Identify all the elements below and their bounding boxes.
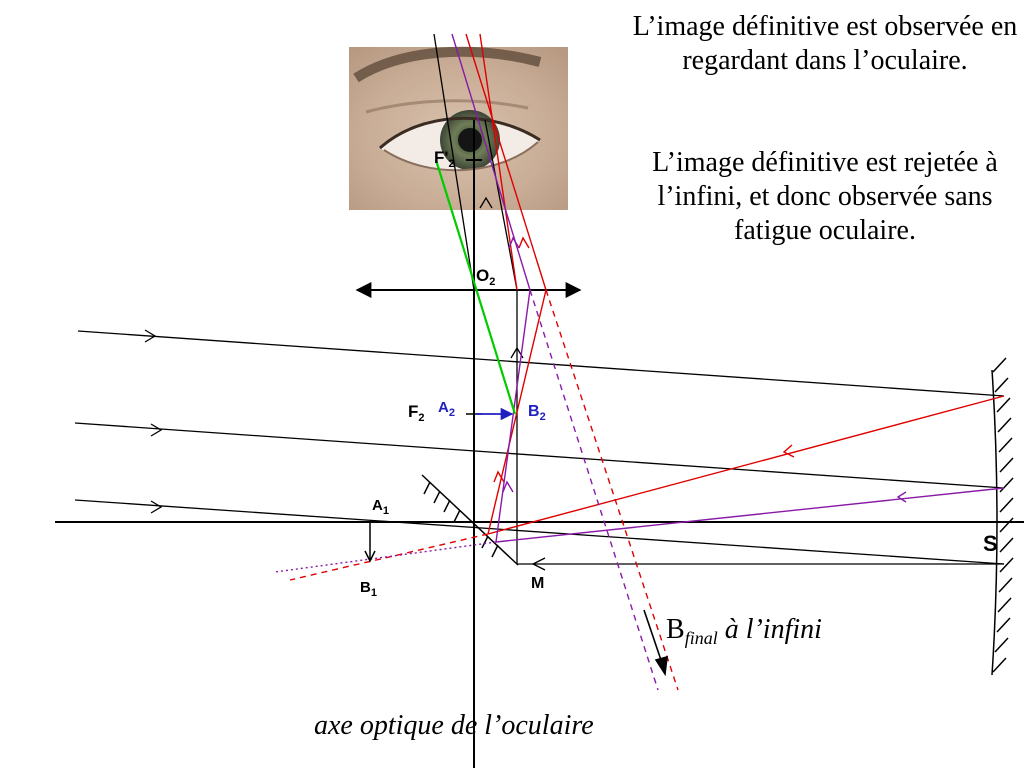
concave-mirror-icon: [991, 357, 1014, 676]
label-a1-sub: 1: [382, 505, 389, 517]
purple-rays: [274, 33, 1005, 691]
label-f2-prime: F'2: [434, 148, 455, 174]
label-bfinal: Bfinal à l’infini: [666, 614, 822, 649]
label-b1-main: B: [360, 579, 371, 596]
eye-photo-icon: [349, 46, 568, 210]
label-s: S: [983, 531, 998, 556]
caption-final-image-eyepiece: L’image définitive est observée en regar…: [632, 11, 1018, 76]
label-b1: B1: [360, 578, 377, 603]
label-f2-prime-sub: 2: [448, 158, 455, 170]
label-b2-sub: 2: [539, 411, 546, 423]
label-f2-main: F: [408, 402, 419, 421]
red-rays: [289, 33, 1005, 691]
image-a1b1-arrow: [364, 522, 376, 563]
label-m: M: [531, 575, 545, 592]
label-eyepiece-axis-text: axe optique de l’oculaire: [314, 710, 594, 741]
label-b2: B2: [528, 402, 546, 427]
bfinal-direction-arrow: [643, 609, 668, 677]
caption-final-image-infinity: L’image définitive est rejetée à l’infin…: [652, 147, 998, 246]
label-b1-sub: 1: [370, 587, 377, 599]
label-f2-prime-main: F': [434, 148, 449, 167]
incoming-rays: [74, 329, 1005, 565]
label-o2-main: O: [476, 266, 490, 285]
label-a1-main: A: [372, 497, 383, 514]
label-a2-sub: 2: [448, 407, 455, 419]
label-bfinal-main: B: [666, 614, 685, 645]
green-ray: [434, 159, 517, 415]
label-a2-main: A: [438, 399, 449, 416]
label-bfinal-suffix: à l’infini: [724, 614, 822, 645]
label-eyepiece-axis: axe optique de l’oculaire: [314, 710, 594, 742]
flat-mirror-icon: [421, 474, 519, 566]
label-a2: A2: [438, 398, 455, 423]
label-f2: F2: [408, 402, 425, 428]
label-a1: A1: [372, 496, 389, 521]
label-o2-sub: 2: [489, 276, 496, 288]
label-o2: O2: [476, 266, 495, 292]
label-f2-sub: 2: [418, 412, 425, 424]
label-b2-main: B: [528, 403, 540, 420]
label-bfinal-sub: final: [684, 628, 718, 648]
